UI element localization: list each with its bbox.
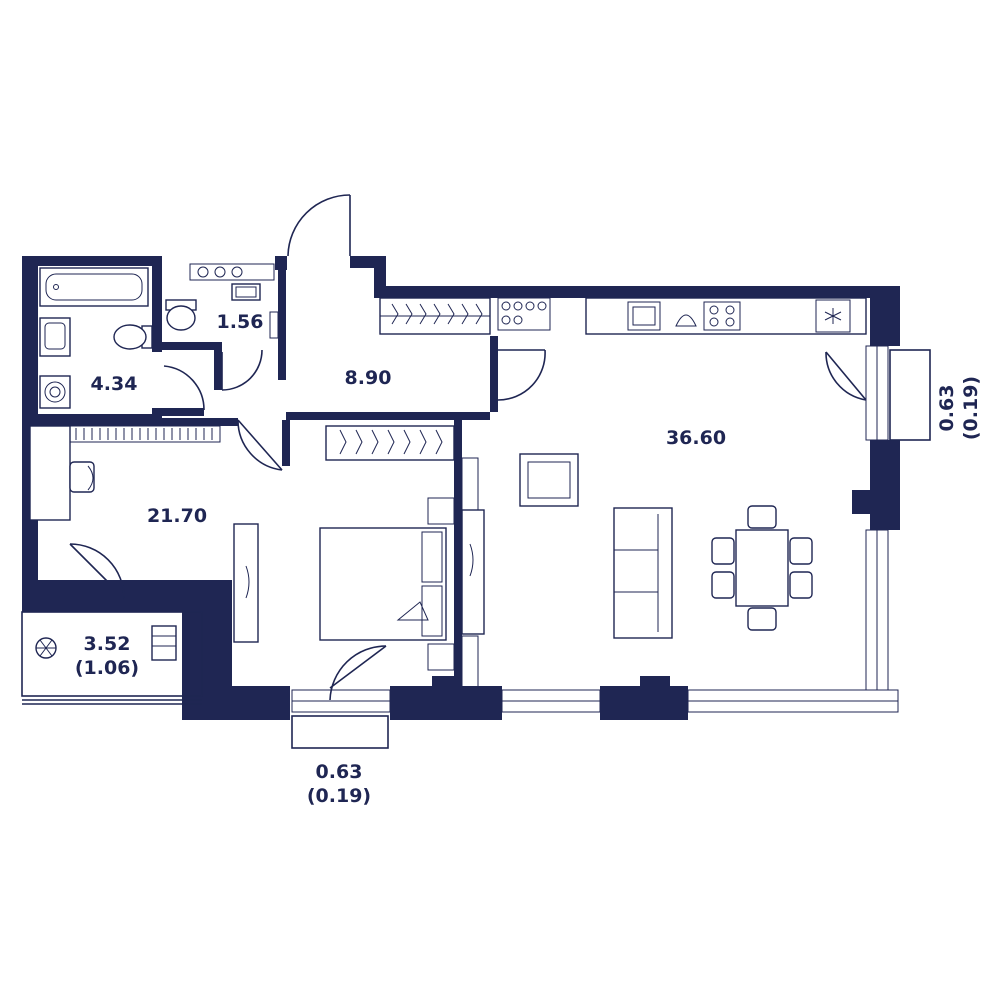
sink-icon (39, 317, 71, 357)
washing-machine-icon (39, 375, 71, 409)
bottom-balcony-reduced-area: (0.19) (306, 785, 372, 807)
bedroom-tv (233, 523, 259, 643)
windows (59, 345, 899, 713)
tv-stand (461, 509, 485, 635)
loggia-area: 3.52 (83, 633, 131, 655)
hallway-area: 8.90 (344, 367, 392, 389)
wc-area-label: 1.56 (210, 310, 270, 334)
radiator (461, 457, 479, 689)
interior-walls (38, 266, 498, 688)
bottom-balcony-area-label: 0.63 (0.19) (294, 760, 384, 808)
utility-meters (189, 263, 275, 281)
doors (69, 194, 867, 701)
balconies (21, 349, 931, 749)
wardrobe-icon (379, 297, 491, 335)
dining-table-icon (711, 505, 813, 631)
wc-fixtures (165, 263, 279, 339)
bathroom-area: 4.34 (90, 373, 138, 395)
loggia-reduced-area: (1.06) (74, 657, 140, 679)
sofa-icon (613, 507, 673, 639)
radiator (69, 425, 221, 443)
wardrobe-icon (325, 425, 455, 461)
living-kitchen-area-label: 36.60 (656, 426, 736, 450)
chair-icon (151, 625, 177, 661)
desk-icon (29, 425, 71, 521)
chair-icon (69, 461, 95, 493)
kitchen-counter (585, 297, 867, 335)
bottom-balcony-area: 0.63 (315, 761, 363, 783)
bedroom-area-label: 21.70 (142, 504, 212, 528)
living-kitchen-area: 36.60 (665, 427, 727, 449)
bedroom-area: 21.70 (146, 505, 208, 527)
sink-icon (627, 301, 661, 331)
stove-icon (703, 301, 741, 331)
bed-icon (319, 497, 455, 671)
utility-meters (497, 297, 551, 331)
fridge-icon (815, 299, 851, 333)
hallway-area-label: 8.90 (338, 366, 398, 390)
bathroom-fixtures (39, 267, 153, 409)
toilet-icon (165, 299, 197, 331)
right-balcony-area: 0.63 (936, 384, 958, 432)
sink-icon (231, 283, 261, 301)
plant-icon (35, 637, 57, 659)
right-balcony-reduced-area: (0.19) (960, 375, 982, 441)
bathtub-icon (39, 267, 149, 307)
right-balcony-area-label: 0.63 (0.19) (935, 363, 983, 453)
wc-area: 1.56 (216, 311, 264, 333)
bathroom-area-label: 4.34 (84, 372, 144, 396)
exterior-walls (22, 256, 900, 720)
loggia-area-label: 3.52 (1.06) (62, 632, 152, 680)
boiler-icon (675, 314, 697, 327)
toilet-icon (113, 324, 153, 350)
armchair-icon (519, 453, 579, 507)
